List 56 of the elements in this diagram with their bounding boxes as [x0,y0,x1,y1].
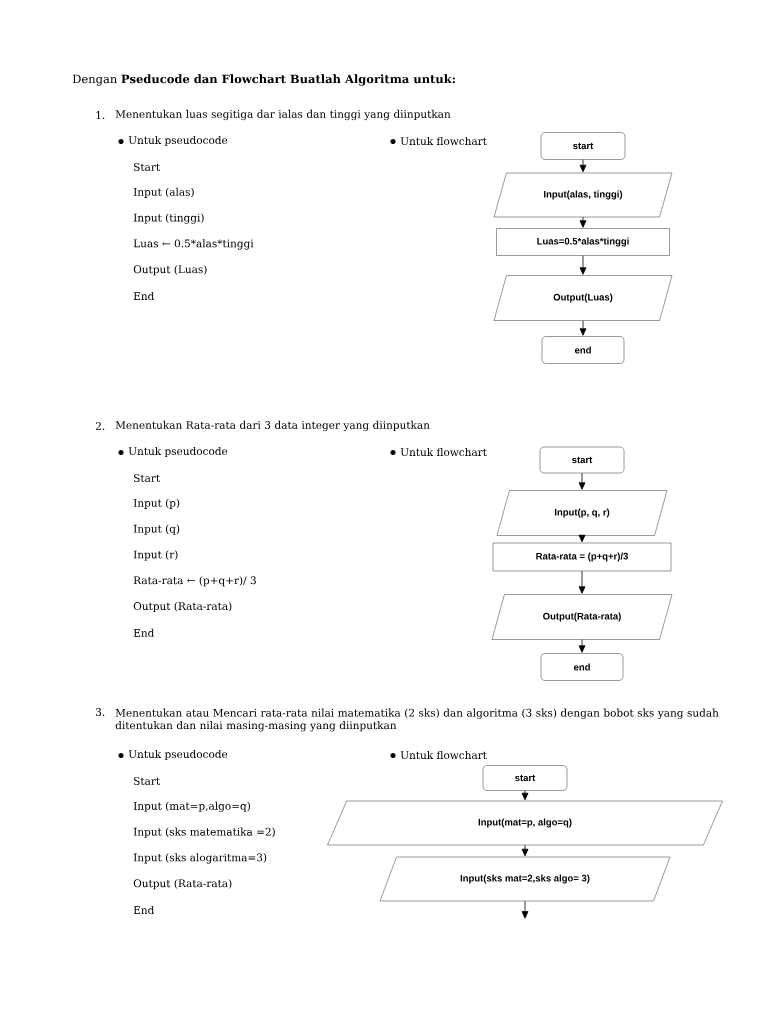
io-parallelogram: Output(Luas) [493,275,673,321]
pseudocode-line: Output (Rata-rata) [133,601,232,613]
arrow [578,472,586,490]
question-text: Menentukan atau Mencari rata-rata nilai matematika (2 sks) dan algoritma (3 sks) dengan bobot sks yang sudah ditentukan dan nilai masing-masing yang diinputkan [115,708,719,732]
terminal-box: end [541,336,625,364]
arrow [579,255,587,275]
bullet-text: Untuk pseudocode [128,135,228,147]
arrow [579,216,587,228]
terminal-box: start [482,765,568,791]
terminal-box: start [540,132,626,160]
heading: Dengan Pseducode dan Flowchart Buatlah Algoritma untuk: [72,74,455,86]
pseudocode-line: End [133,905,155,915]
terminal-box: start [539,446,625,474]
pseudocode-line: Rata-rata ← (p+q+r)/ 3 [133,576,256,587]
io-parallelogram: Input(p, q, r) [496,490,668,536]
pseudocode-line: Input (p) [133,498,180,509]
pseudocode-line: End [133,291,155,301]
pseudocode-line: Input (alas) [133,187,194,198]
pseudocode-line: Input (sks matematika =2) [133,827,275,838]
arrow [521,844,529,857]
question-text: Menentukan luas segitiga dar ialas dan tinggi yang diinputkan [115,109,451,121]
arrow [578,639,586,653]
pseudocode-line: Input (tinggi) [133,213,204,224]
pseudocode-line: Start [134,474,161,482]
list-number: 2. [95,422,105,430]
arrow [579,320,587,336]
pseudocode-line: Start [134,777,161,785]
pseudocode-line: Output (Luas) [133,265,207,276]
arrow [578,570,586,594]
io-parallelogram: Input(sks mat=2,sks algo= 3) [379,856,671,902]
bullet-text: Untuk flowchart [400,447,487,457]
bullet-text: Untuk pseudocode [128,446,228,458]
pseudocode-line: Input (mat=p,algo=q) [133,801,250,812]
pseudocode-line: Input (sks alogaritma=3) [133,853,267,864]
arrow [521,900,529,919]
process-box: Luas=0.5*alas*tinggi [496,228,670,256]
pseudocode-line: Input (r) [133,550,178,561]
bullet-text: Untuk pseudocode [128,749,228,761]
bullet-text: Untuk flowchart [400,750,487,760]
arrow [521,790,529,801]
arrow [579,159,587,173]
arrow [578,534,586,543]
bullet-text: Untuk flowchart [400,136,487,146]
io-parallelogram: Output(Rata-rata) [491,594,673,640]
io-parallelogram: Input(alas, tinggi) [493,172,673,218]
io-parallelogram: Input(mat=p, algo=q) [327,800,723,846]
question-text: Menentukan Rata-rata dari 3 data integer yang diinputkan [115,420,430,432]
terminal-box: end [540,653,624,681]
process-box: Rata-rata = (p+q+r)/3 [492,542,672,572]
pseudocode-line: Start [134,163,161,171]
pseudocode-line: Input (q) [133,524,180,535]
list-number: 1. [96,111,105,119]
list-number: 3. [96,708,105,716]
pseudocode-line: Output (Rata-rata) [133,879,232,890]
pseudocode-line: End [133,628,155,637]
pseudocode-line: Luas ← 0.5*alas*tinggi [133,239,254,250]
